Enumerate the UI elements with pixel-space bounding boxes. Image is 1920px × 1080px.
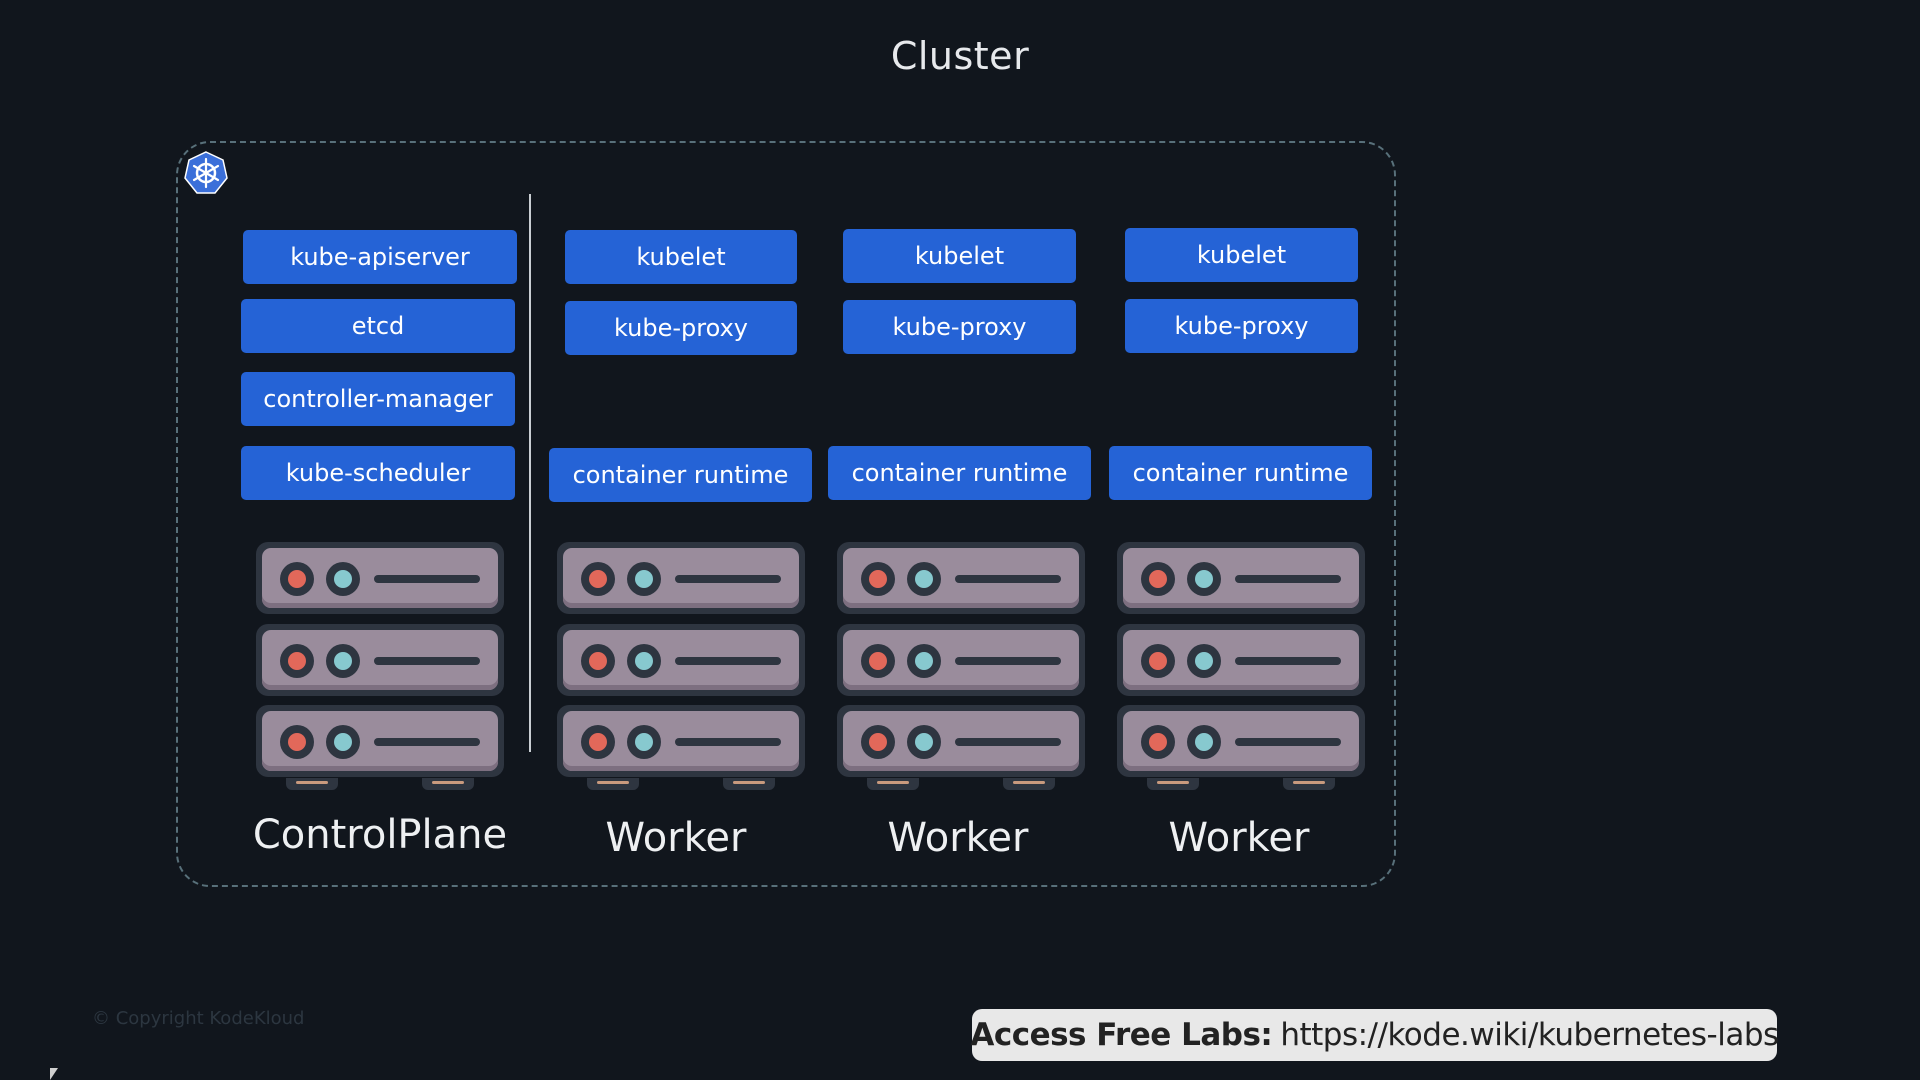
worker-server-icon xyxy=(557,542,805,790)
kube-scheduler-chip: kube-scheduler xyxy=(241,446,515,500)
kube-apiserver-chip: kube-apiserver xyxy=(243,230,517,284)
server-unit xyxy=(837,624,1085,696)
worker-label: Worker xyxy=(1168,815,1310,861)
server-unit xyxy=(1117,705,1365,777)
server-unit xyxy=(1117,624,1365,696)
copyright-text: © Copyright KodeKloud xyxy=(92,1008,305,1029)
controller-manager-chip: controller-manager xyxy=(241,372,515,426)
control-plane-label: ControlPlane xyxy=(252,812,508,858)
server-unit xyxy=(837,705,1085,777)
mouse-cursor-icon xyxy=(50,1068,58,1080)
labs-url-link[interactable]: https://kode.wiki/kubernetes-labs xyxy=(1280,1017,1779,1053)
server-unit xyxy=(1117,542,1365,614)
control-plane-server-icon xyxy=(256,542,504,790)
free-labs-banner[interactable]: Access Free Labs: https://kode.wiki/kube… xyxy=(970,1009,1779,1061)
kubernetes-icon xyxy=(184,151,228,194)
worker-server-icon xyxy=(1117,542,1365,790)
page-title: Cluster xyxy=(890,34,1030,78)
worker-label: Worker xyxy=(605,815,747,861)
server-unit xyxy=(557,705,805,777)
server-unit xyxy=(256,705,504,777)
worker-label: Worker xyxy=(887,815,1029,861)
server-unit xyxy=(256,542,504,614)
kubelet-chip: kubelet xyxy=(843,229,1076,283)
kube-proxy-chip: kube-proxy xyxy=(1125,299,1358,353)
kubelet-chip: kubelet xyxy=(565,230,797,284)
container-runtime-chip: container runtime xyxy=(1109,446,1372,500)
kube-proxy-chip: kube-proxy xyxy=(843,300,1076,354)
etcd-chip: etcd xyxy=(241,299,515,353)
container-runtime-chip: container runtime xyxy=(549,448,812,502)
control-worker-divider xyxy=(529,194,531,752)
kubelet-chip: kubelet xyxy=(1125,228,1358,282)
labs-label: Access Free Labs: xyxy=(970,1017,1273,1053)
container-runtime-chip: container runtime xyxy=(828,446,1091,500)
kube-proxy-chip: kube-proxy xyxy=(565,301,797,355)
cluster-boundary xyxy=(176,141,1396,887)
server-unit xyxy=(557,542,805,614)
worker-server-icon xyxy=(837,542,1085,790)
server-unit xyxy=(256,624,504,696)
server-unit xyxy=(837,542,1085,614)
server-unit xyxy=(557,624,805,696)
